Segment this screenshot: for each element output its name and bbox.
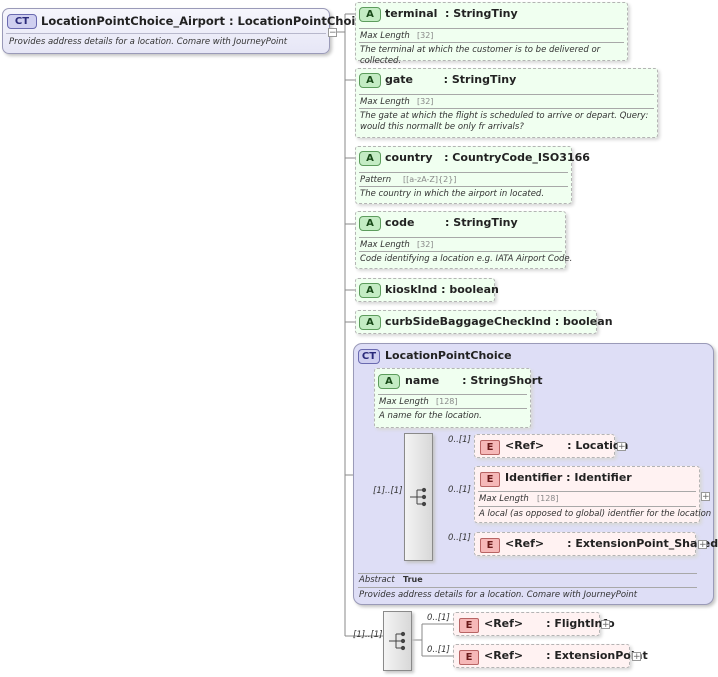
attribute-badge: A xyxy=(359,7,381,22)
divider xyxy=(359,94,654,95)
attribute-description: The terminal at which the customer is to… xyxy=(360,45,601,66)
attribute-description: The gate at which the flight is schedule… xyxy=(360,111,649,132)
attribute-badge: A xyxy=(359,216,381,231)
divider xyxy=(478,491,696,492)
facet-label: Max Length xyxy=(360,97,410,107)
facet-label: Max Length xyxy=(360,240,410,250)
element-title: <Ref> : ExtensionPoint xyxy=(484,649,648,662)
attribute-title: name : StringShort xyxy=(405,374,543,387)
choice-compositor[interactable] xyxy=(404,433,433,561)
expand-icon[interactable]: + xyxy=(617,442,626,452)
element-occurrence: 0..[1] xyxy=(448,485,471,495)
root-description: Provides address details for a location.… xyxy=(9,37,288,47)
element-badge: E xyxy=(459,618,479,633)
base-type-title: LocationPointChoice xyxy=(385,349,512,362)
divider xyxy=(359,251,562,252)
divider xyxy=(358,573,697,574)
facet-value: [32] xyxy=(417,31,434,40)
element-ref-extensionpoint-shared[interactable]: E <Ref> : ExtensionPoint_Shared xyxy=(474,532,718,556)
attribute-title: kioskInd : boolean xyxy=(385,283,499,296)
divider xyxy=(359,172,568,173)
divider xyxy=(358,587,697,588)
divider xyxy=(359,42,624,43)
attribute-title: code : StringTiny xyxy=(385,216,518,229)
expand-icon[interactable]: + xyxy=(632,652,641,662)
attribute-badge: A xyxy=(359,151,381,166)
element-title: Identifier : Identifier xyxy=(505,471,632,484)
sequence-compositor[interactable] xyxy=(383,611,412,671)
choice-occurrence: [1]..[1] xyxy=(373,486,403,496)
attribute-title: curbSideBaggageCheckInd : boolean xyxy=(385,315,613,328)
abstract-value: True xyxy=(403,575,423,584)
divider xyxy=(478,506,696,507)
attribute-badge: A xyxy=(359,73,381,88)
sequence-occurrence: [1]..[1] xyxy=(353,630,383,640)
abstract-label: Abstract xyxy=(359,575,395,585)
facet-value: [128] xyxy=(436,397,458,406)
element-title: <Ref> : FlightInfo xyxy=(484,617,615,630)
attribute-description: The country in which the airport in loca… xyxy=(360,189,545,199)
divider xyxy=(359,186,568,187)
divider xyxy=(6,33,326,34)
attribute-badge: A xyxy=(359,283,381,298)
element-title: <Ref> : Location xyxy=(505,439,629,452)
sequence-icon xyxy=(389,631,406,651)
element-description: A local (as opposed to global) identfier… xyxy=(479,509,712,519)
element-ref-flightinfo[interactable]: E <Ref> : FlightInfo xyxy=(453,612,615,636)
complex-type-badge: CT xyxy=(7,14,37,29)
element-title: <Ref> : ExtensionPoint_Shared xyxy=(505,537,718,550)
expand-icon[interactable]: + xyxy=(701,492,710,502)
root-complex-type[interactable]: CT LocationPointChoice_Airport : Locatio… xyxy=(2,8,370,54)
attribute-description: Code identifying a location e.g. IATA Ai… xyxy=(360,254,573,264)
choice-icon xyxy=(410,487,427,507)
attribute-terminal[interactable]: A terminal : StringTiny Max Length [32] … xyxy=(355,2,628,66)
element-occurrence: 0..[1] xyxy=(448,435,471,445)
element-badge: E xyxy=(480,472,500,487)
element-badge: E xyxy=(480,538,500,553)
facet-value: [32] xyxy=(417,97,434,106)
element-ref-location[interactable]: E <Ref> : Location xyxy=(474,434,628,458)
facet-label: Max Length xyxy=(360,31,410,41)
facet-label: Max Length xyxy=(479,494,529,504)
attribute-gate[interactable]: A gate : StringTiny Max Length [32] The … xyxy=(355,68,658,138)
expand-icon[interactable]: + xyxy=(698,540,707,550)
collapse-icon[interactable]: − xyxy=(328,28,337,38)
attribute-title: terminal : StringTiny xyxy=(385,7,518,20)
element-occurrence: 0..[1] xyxy=(427,613,450,623)
divider xyxy=(378,394,527,395)
element-occurrence: 0..[1] xyxy=(427,645,450,655)
attribute-curbsidebaggagecheckind[interactable]: A curbSideBaggageCheckInd : boolean xyxy=(355,310,613,334)
facet-value: [[a-zA-Z]{2}] xyxy=(403,175,457,184)
element-occurrence: 0..[1] xyxy=(448,533,471,543)
attribute-badge: A xyxy=(359,315,381,330)
expand-icon[interactable]: + xyxy=(601,620,610,630)
divider xyxy=(359,108,654,109)
element-badge: E xyxy=(459,650,479,665)
attribute-title: country : CountryCode_ISO3166 xyxy=(385,151,590,164)
divider xyxy=(359,237,562,238)
attribute-description: A name for the location. xyxy=(379,411,482,421)
base-type-description: Provides address details for a location.… xyxy=(359,590,638,600)
facet-value: [128] xyxy=(537,494,559,503)
attribute-title: gate : StringTiny xyxy=(385,73,517,86)
facet-label: Pattern xyxy=(360,175,392,185)
divider xyxy=(359,28,624,29)
facet-label: Max Length xyxy=(379,397,429,407)
attribute-code[interactable]: A code : StringTiny Max Length [32] Code… xyxy=(355,211,572,269)
attribute-kioskind[interactable]: A kioskInd : boolean xyxy=(355,278,499,302)
root-title: LocationPointChoice_Airport : LocationPo… xyxy=(41,14,370,28)
element-badge: E xyxy=(480,440,500,455)
attribute-badge: A xyxy=(378,374,400,389)
complex-type-badge: CT xyxy=(358,349,380,364)
attribute-country[interactable]: A country : CountryCode_ISO3166 Pattern … xyxy=(355,146,590,204)
element-ref-extensionpoint[interactable]: E <Ref> : ExtensionPoint xyxy=(453,644,648,668)
divider xyxy=(378,408,527,409)
element-identifier[interactable]: E Identifier : Identifier Max Length [12… xyxy=(474,466,711,523)
attribute-name[interactable]: A name : StringShort Max Length [128] A … xyxy=(374,368,542,428)
facet-value: [32] xyxy=(417,240,434,249)
